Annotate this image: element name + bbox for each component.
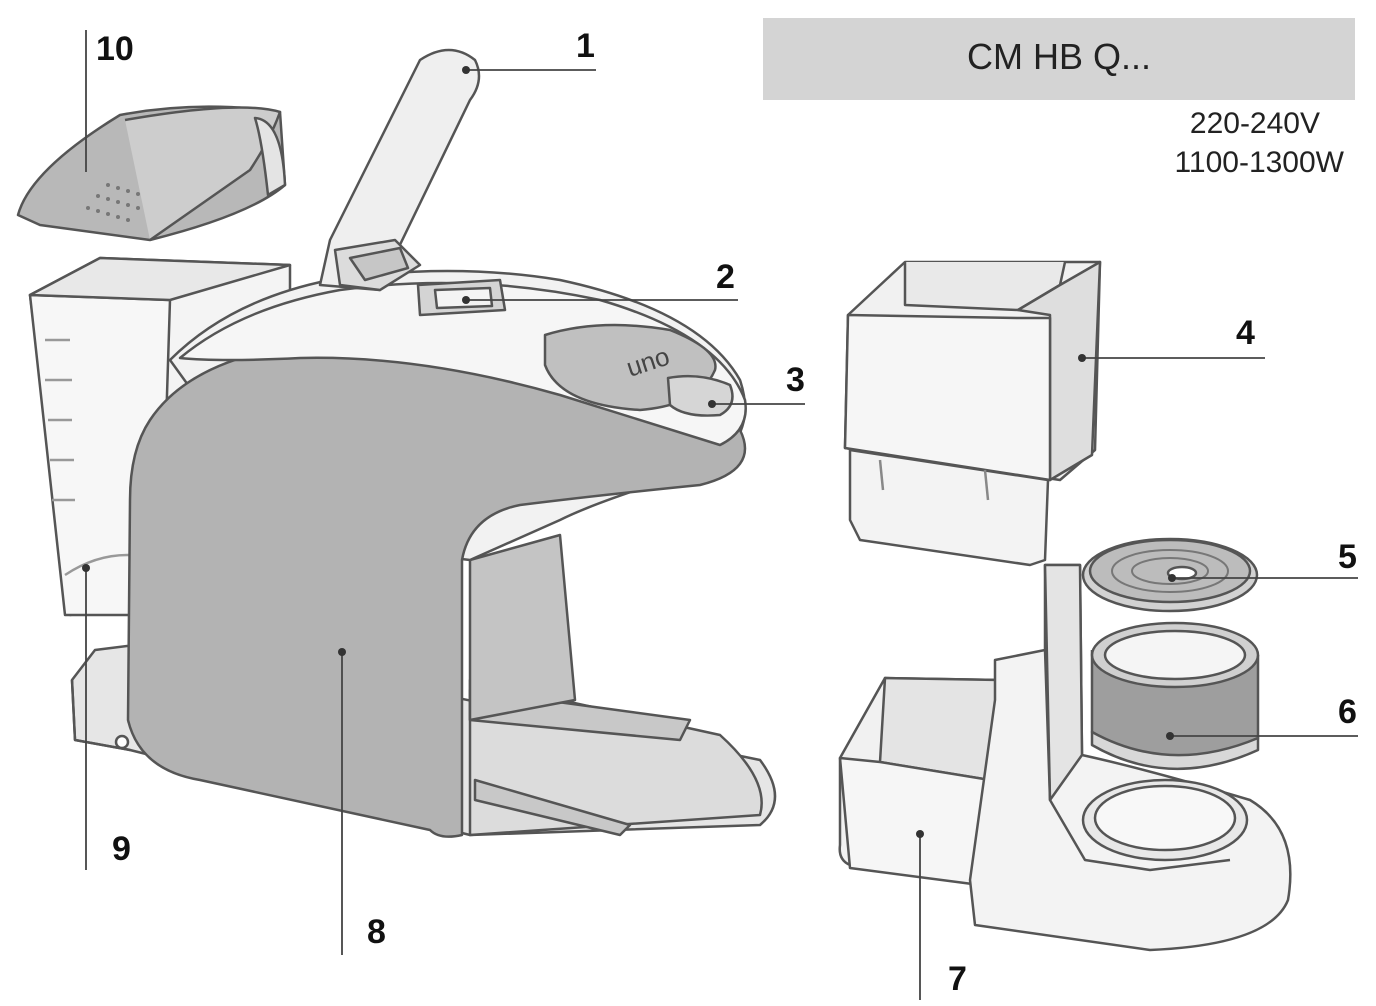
model-name: CM HB Q... (966, 36, 1151, 77)
part-8-main-body (70, 269, 777, 838)
callout-2: 2 (716, 258, 735, 296)
callout-1: 1 (576, 27, 595, 65)
model-header-box (763, 18, 1355, 100)
callout-4: 4 (1236, 314, 1255, 352)
leader-dots (82, 66, 1176, 838)
part-4-capsule-container (843, 260, 1102, 567)
part-1-lever (318, 48, 481, 292)
callout-7: 7 (948, 960, 967, 998)
part-5-filter-disc (1081, 537, 1259, 613)
part-6-ring (1090, 621, 1260, 770)
callout-10: 10 (96, 30, 134, 68)
voltage-spec: 220-240V (1189, 107, 1320, 140)
callout-9: 9 (112, 830, 131, 868)
part-7-drip-tray (838, 563, 1292, 952)
leader-lines (85, 30, 1358, 1000)
callout-8: 8 (367, 913, 386, 951)
wattage-spec: 1100-1300W (1174, 146, 1344, 179)
callout-3: 3 (786, 361, 805, 399)
part-10-lid (16, 105, 287, 242)
callout-5: 5 (1338, 538, 1357, 576)
callout-6: 6 (1338, 693, 1357, 731)
